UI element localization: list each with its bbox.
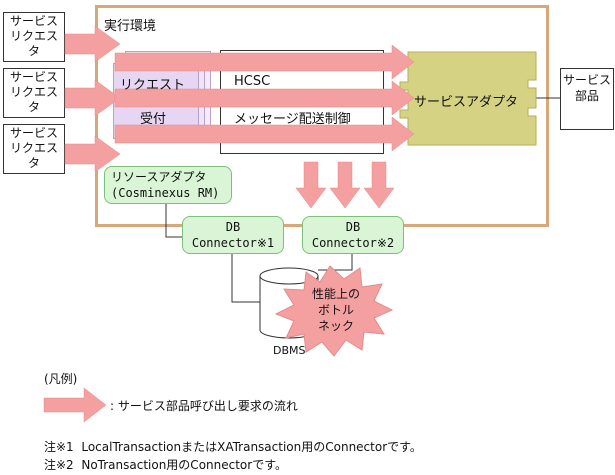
- down-arrow-2: [329, 161, 361, 209]
- execution-environment-title: 実行環境: [104, 19, 157, 34]
- service-requester-2: サービス リクエス タ: [3, 68, 65, 118]
- bottleneck-line1: 性能上の: [311, 287, 360, 301]
- note-1-mark: 注※1: [44, 440, 74, 454]
- resource-adapter-box: リソースアダプタ (Cosminexus RM): [104, 166, 232, 204]
- hcsc-title: HCSC: [234, 74, 271, 89]
- note-1-text: LocalTransactionまたはXATransaction用のConnec…: [81, 440, 422, 454]
- flow-arrow-middle: [114, 80, 415, 116]
- bottleneck-text: 性能上の ボトル ネック: [300, 286, 372, 334]
- request-arrow-1: [64, 25, 121, 63]
- connector2-to-dbms-line: [318, 254, 353, 271]
- db-connector-1-box: DB Connector※1: [182, 216, 284, 254]
- request-arrow-2: [64, 79, 121, 117]
- legend-arrow-label: : サービス部品呼び出し要求の流れ: [110, 399, 298, 413]
- resource-adapter-line2: (Cosminexus RM): [111, 186, 220, 200]
- service-requester-1: サービス リクエス タ: [3, 12, 65, 62]
- service-parts-box: サービス 部品: [560, 68, 614, 130]
- bottleneck-line3: ネック: [317, 319, 354, 333]
- down-arrow-1: [295, 161, 327, 209]
- service-parts-line1: サービス: [562, 73, 611, 87]
- requester-text-line2: リクエス: [9, 29, 58, 43]
- requester-text-line3: タ: [27, 156, 40, 170]
- flow-arrow-bottom: [114, 116, 415, 152]
- db-connector-1-line2: Connector※1: [191, 236, 275, 250]
- ra-to-connector-line: [165, 204, 182, 238]
- db-connector-2-box: DB Connector※2: [302, 216, 404, 254]
- legend-title: (凡例): [44, 372, 78, 386]
- flow-arrow-top: [114, 44, 415, 80]
- connector1-to-dbms-line: [231, 254, 260, 303]
- request-receiver-label-1: リクエスト: [120, 78, 186, 93]
- db-connector-1-line1: DB: [225, 220, 241, 234]
- legend-arrow: [43, 387, 107, 423]
- hcsc-subtitle: メッセージ配送制御: [234, 112, 351, 127]
- db-connector-2-line1: DB: [345, 220, 361, 234]
- service-parts-line2: 部品: [574, 89, 599, 103]
- note-2: 注※2 NoTransaction用のConnectorです。: [44, 456, 287, 473]
- note-2-mark: 注※2: [44, 458, 74, 472]
- requester-text-line3: タ: [27, 100, 40, 114]
- requester-text-line3: タ: [27, 44, 40, 58]
- request-receiver-label-2: 受付: [140, 112, 167, 127]
- down-arrow-3: [363, 161, 395, 209]
- db-connector-2-line2: Connector※2: [311, 236, 395, 250]
- request-arrow-3: [64, 135, 121, 173]
- service-adapter-label: サービスアダプタ: [414, 95, 519, 110]
- service-requester-3: サービス リクエス タ: [3, 124, 65, 174]
- requester-text-line1: サービス: [9, 126, 58, 140]
- requester-text-line1: サービス: [9, 70, 58, 84]
- note-2-text: NoTransaction用のConnectorです。: [81, 458, 288, 472]
- dbms-label: DBMS: [273, 344, 306, 357]
- requester-text-line1: サービス: [9, 14, 58, 28]
- bottleneck-line2: ボトル: [317, 303, 354, 317]
- resource-adapter-line1: リソースアダプタ: [111, 170, 207, 184]
- note-1: 注※1 LocalTransactionまたはXATransaction用のCo…: [44, 438, 422, 455]
- requester-text-line2: リクエス: [9, 141, 58, 155]
- requester-text-line2: リクエス: [9, 85, 58, 99]
- bottleneck-burst: [274, 265, 394, 357]
